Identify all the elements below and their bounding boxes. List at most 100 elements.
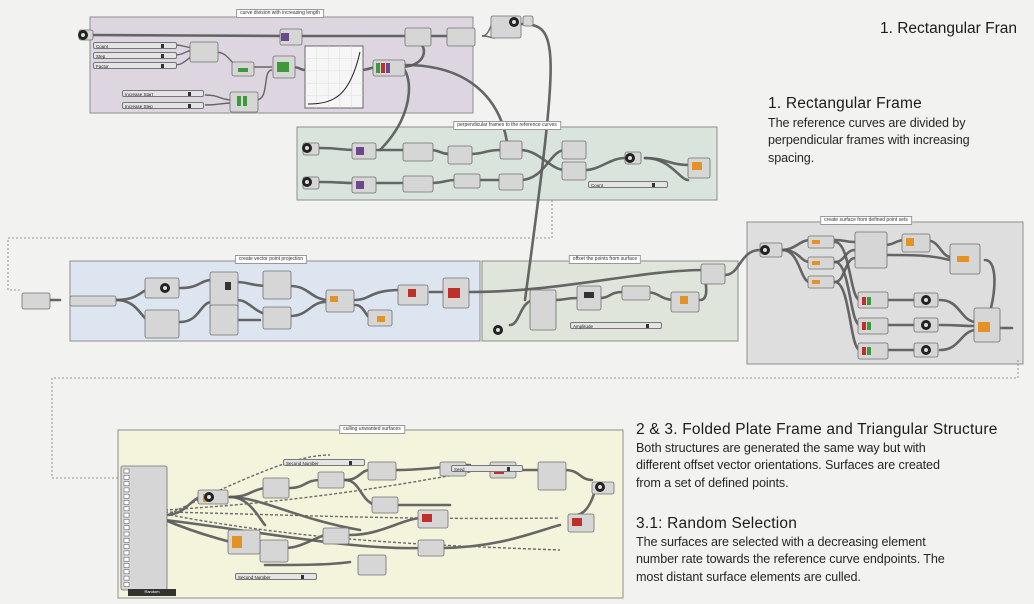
component [453,173,481,189]
component-icon [381,63,385,73]
wire-dashed [164,469,481,511]
param-node-core [598,485,602,489]
wire [518,148,567,182]
slider-seed[interactable]: Seed [451,465,523,472]
wire-dashed [164,511,561,520]
slider-amplitude[interactable]: Amplitude [570,322,662,329]
component-icon [812,261,820,265]
slider-second-number-b[interactable]: Second Number [235,573,317,580]
component-icon [867,322,871,330]
slider-step[interactable]: Step [93,52,177,59]
wire [643,156,690,182]
param-node-core [81,33,85,37]
list-checkbox [123,531,130,537]
list-checkbox [123,493,130,499]
component [402,175,434,193]
component [209,271,239,311]
section-heading: 3.1: Random Selection [636,515,798,532]
component [189,41,219,63]
wire [204,94,233,101]
slider-increase-start[interactable]: Increase Start [122,90,204,97]
param-node-core [763,248,767,252]
component [262,306,292,330]
wire-dashed [164,454,331,517]
component [262,270,292,300]
component-icon [237,96,241,106]
component [537,461,567,491]
wire [563,468,594,482]
slider-second-number-a[interactable]: Second Number [283,459,365,466]
section-heading: 1. Rectangular Frame [768,95,922,112]
section-heading: 2 & 3. Folded Plate Frame and Triangular… [636,421,998,438]
section-line: from a set of defined points. [636,475,789,490]
component-icon [243,96,247,106]
component [621,285,651,301]
param-node-core [305,180,309,184]
component-icon [281,33,289,41]
wire [518,148,567,172]
component-icon [356,181,364,189]
component [21,292,51,310]
component [807,235,835,249]
component [371,496,399,514]
list-footer-label: Random [128,589,176,595]
wire [288,300,332,318]
wire [288,478,322,490]
wire [723,248,762,277]
component [402,142,434,162]
wire [883,253,952,262]
component-icon [862,322,866,330]
component [807,275,835,289]
slider-count[interactable]: Count [93,42,177,49]
list-checkbox [123,500,130,505]
component-icon [283,62,289,72]
wire [178,300,214,324]
component-icon [862,347,866,355]
wire [833,260,862,327]
list-checkbox [123,544,130,549]
list-checkbox [123,582,130,587]
component [404,27,432,47]
wire [468,268,707,294]
wire [318,180,357,185]
group-title-create-surface: create surface from defined point sets [820,216,912,225]
slider-frame-count[interactable]: Count [588,181,668,188]
dashed-connector [7,200,553,291]
component-icon [812,240,820,244]
list-checkbox [123,575,130,581]
component [317,471,345,489]
component-icon [584,292,594,298]
top-right-title: 1. Rectangular Fran [880,20,1017,37]
slider-factor[interactable]: Factor [93,62,177,69]
wire [88,33,292,38]
component [561,140,587,160]
component [854,231,888,269]
list-checkbox [123,468,130,474]
component-icon [906,238,914,246]
component-icon [376,63,380,73]
section-rectangular-frame: 1. Rectangular Frame The reference curve… [768,95,1018,167]
section-line: number rate towards the reference curve … [636,552,945,567]
slider-increase-step[interactable]: Increase Step [122,102,204,109]
section-line: perpendicular frames with increasing [768,133,970,148]
wire [598,290,624,300]
list-checkbox [123,538,130,543]
list-checkbox [123,525,130,530]
component [322,527,350,545]
component-icon [408,289,416,297]
list-checkbox [123,487,130,493]
component-icon [422,514,432,522]
section-line: The surfaces are selected with a decreas… [636,535,926,549]
component [447,145,473,165]
wire [938,328,977,352]
param-node-core [924,348,928,352]
component [499,140,523,160]
wire-dashed [164,513,561,551]
list-checkbox [123,569,130,575]
component [561,161,587,181]
wire [583,156,627,172]
wire [288,284,332,302]
section-line: The reference curves are divided by [768,116,966,130]
list-checkbox [123,550,130,556]
